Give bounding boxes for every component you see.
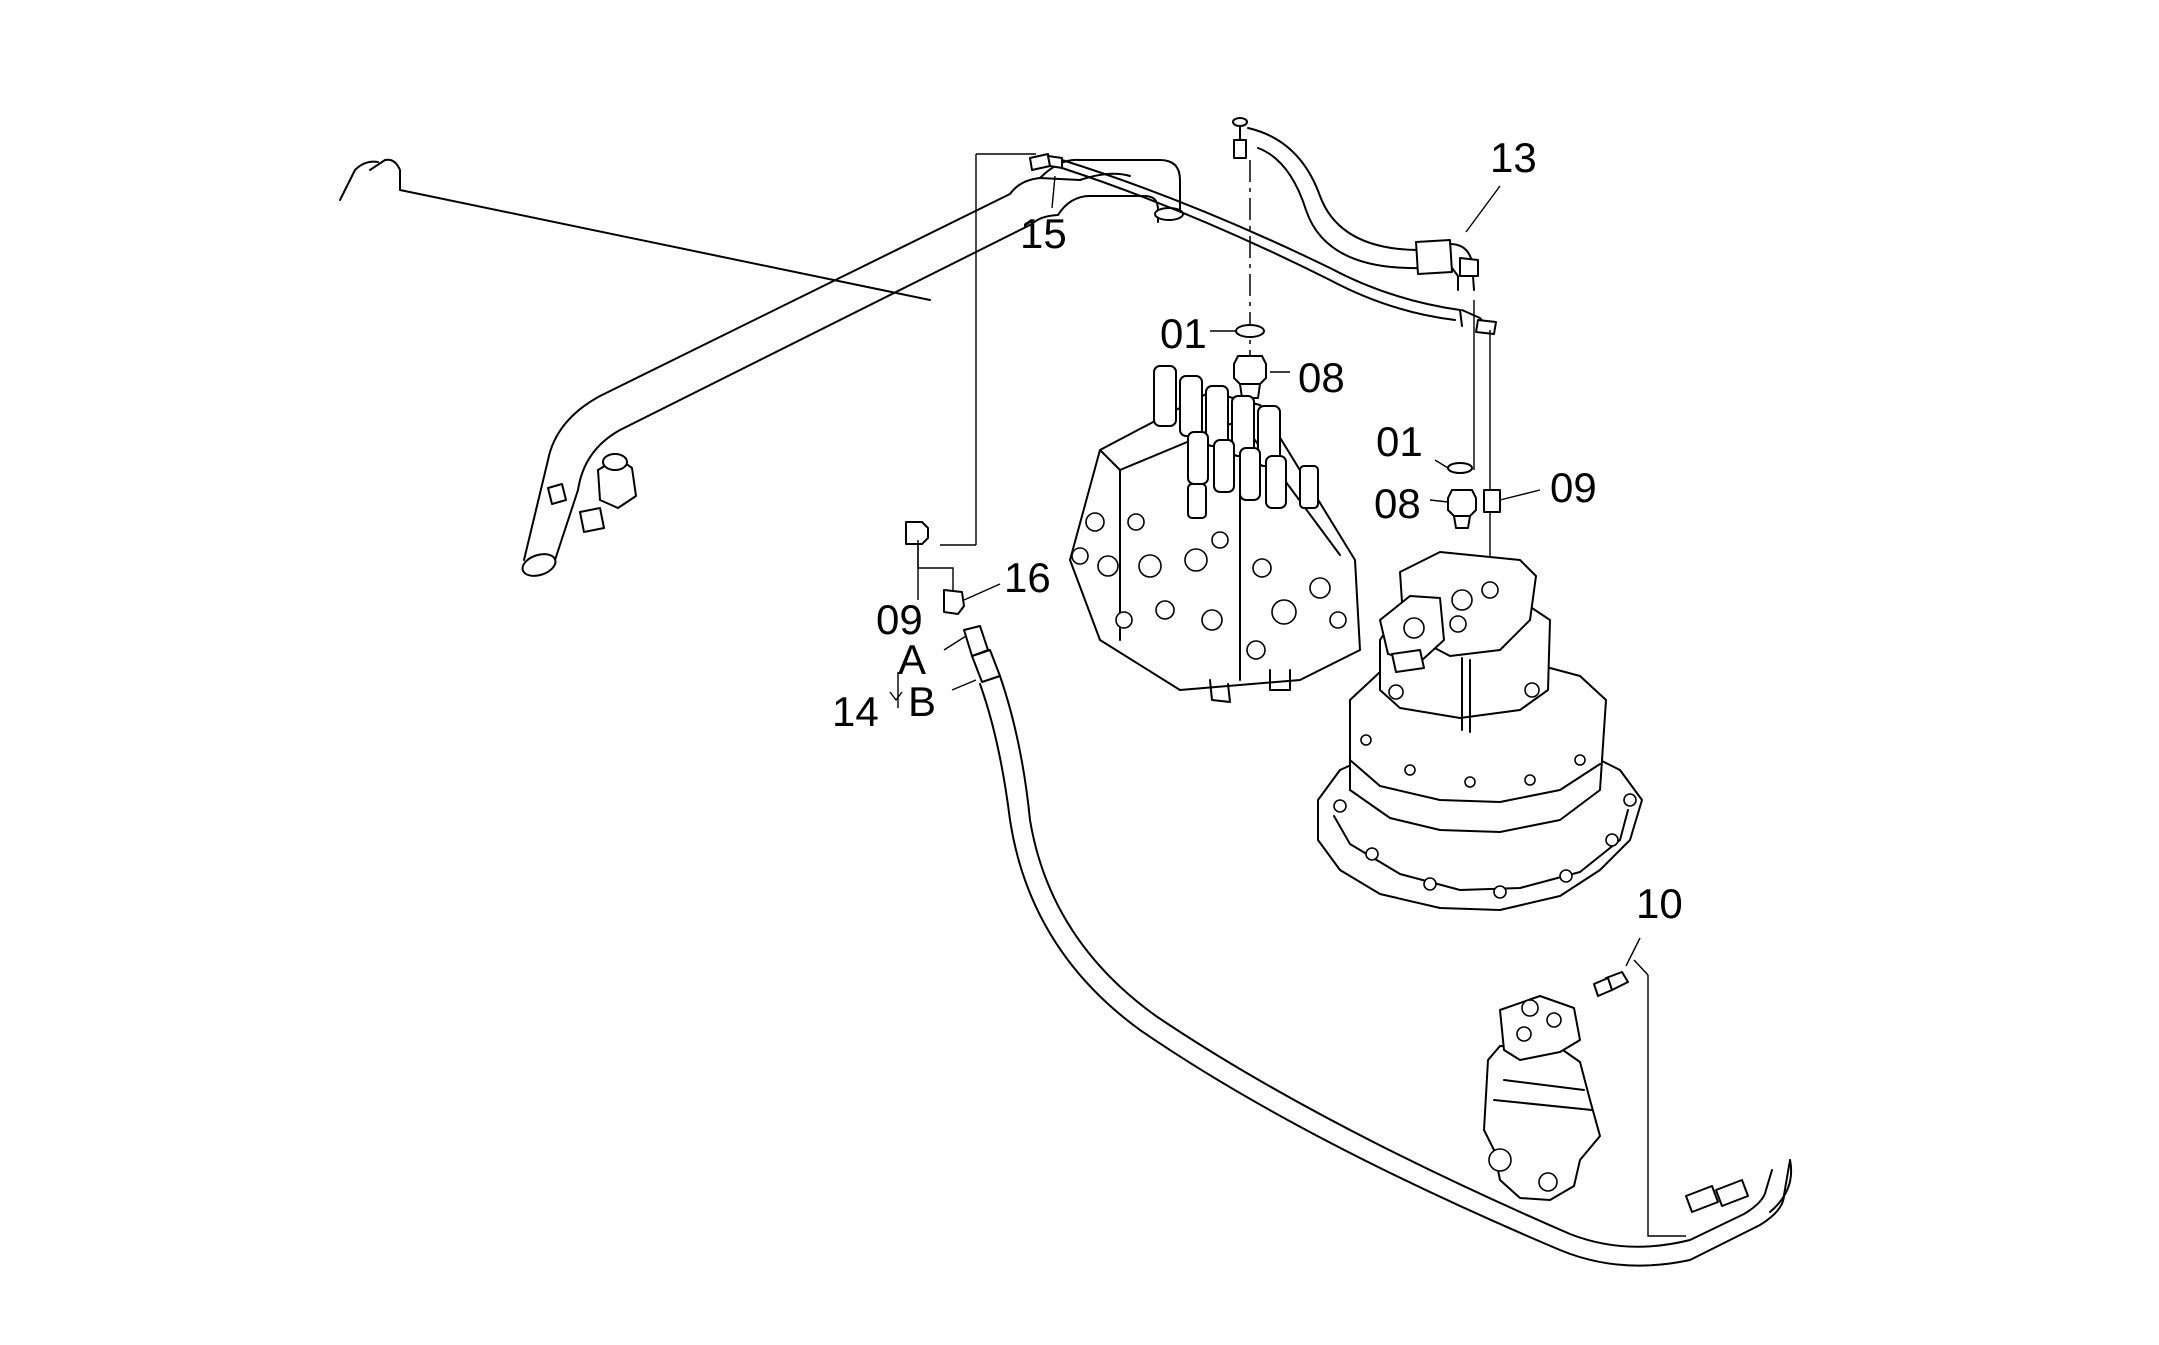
callout-16: 16 [1004, 554, 1051, 601]
fitting-09-left [905, 521, 929, 545]
callout-01-lower: 01 [1376, 418, 1423, 465]
callout-14: 14 [832, 688, 879, 735]
callout-09-left: 09 [876, 596, 923, 643]
callout-08-upper: 08 [1298, 354, 1345, 401]
callout-A: A [898, 636, 926, 683]
fitting-09-right [1483, 489, 1501, 513]
callout-B: B [908, 678, 936, 725]
fittings [905, 324, 1629, 997]
fitting-08-upper [1233, 355, 1267, 385]
callout-01-upper: 01 [1160, 310, 1207, 357]
fitting-16 [943, 589, 965, 615]
callout-09-right: 09 [1550, 464, 1597, 511]
callout-10: 10 [1636, 880, 1683, 927]
return-pipe [339, 158, 1184, 577]
callout-15: 15 [1020, 210, 1067, 257]
hose-13 [1232, 117, 1479, 291]
o-ring-01-upper [1235, 324, 1265, 338]
control-valve [1069, 365, 1361, 703]
swing-motor [1317, 551, 1643, 911]
fitting-08-lower [1447, 489, 1477, 517]
hose-15 [1029, 153, 1497, 335]
o-ring-01-lower [1447, 462, 1473, 474]
leader-lines [889, 175, 1641, 967]
callout-08-lower: 08 [1374, 480, 1421, 527]
callout-13: 13 [1490, 134, 1537, 181]
center-joint [1483, 995, 1601, 1201]
hose-14 [963, 625, 1792, 1267]
callout-labels: 13 15 01 08 01 08 09 16 09 A B 14 10 [832, 134, 1683, 927]
